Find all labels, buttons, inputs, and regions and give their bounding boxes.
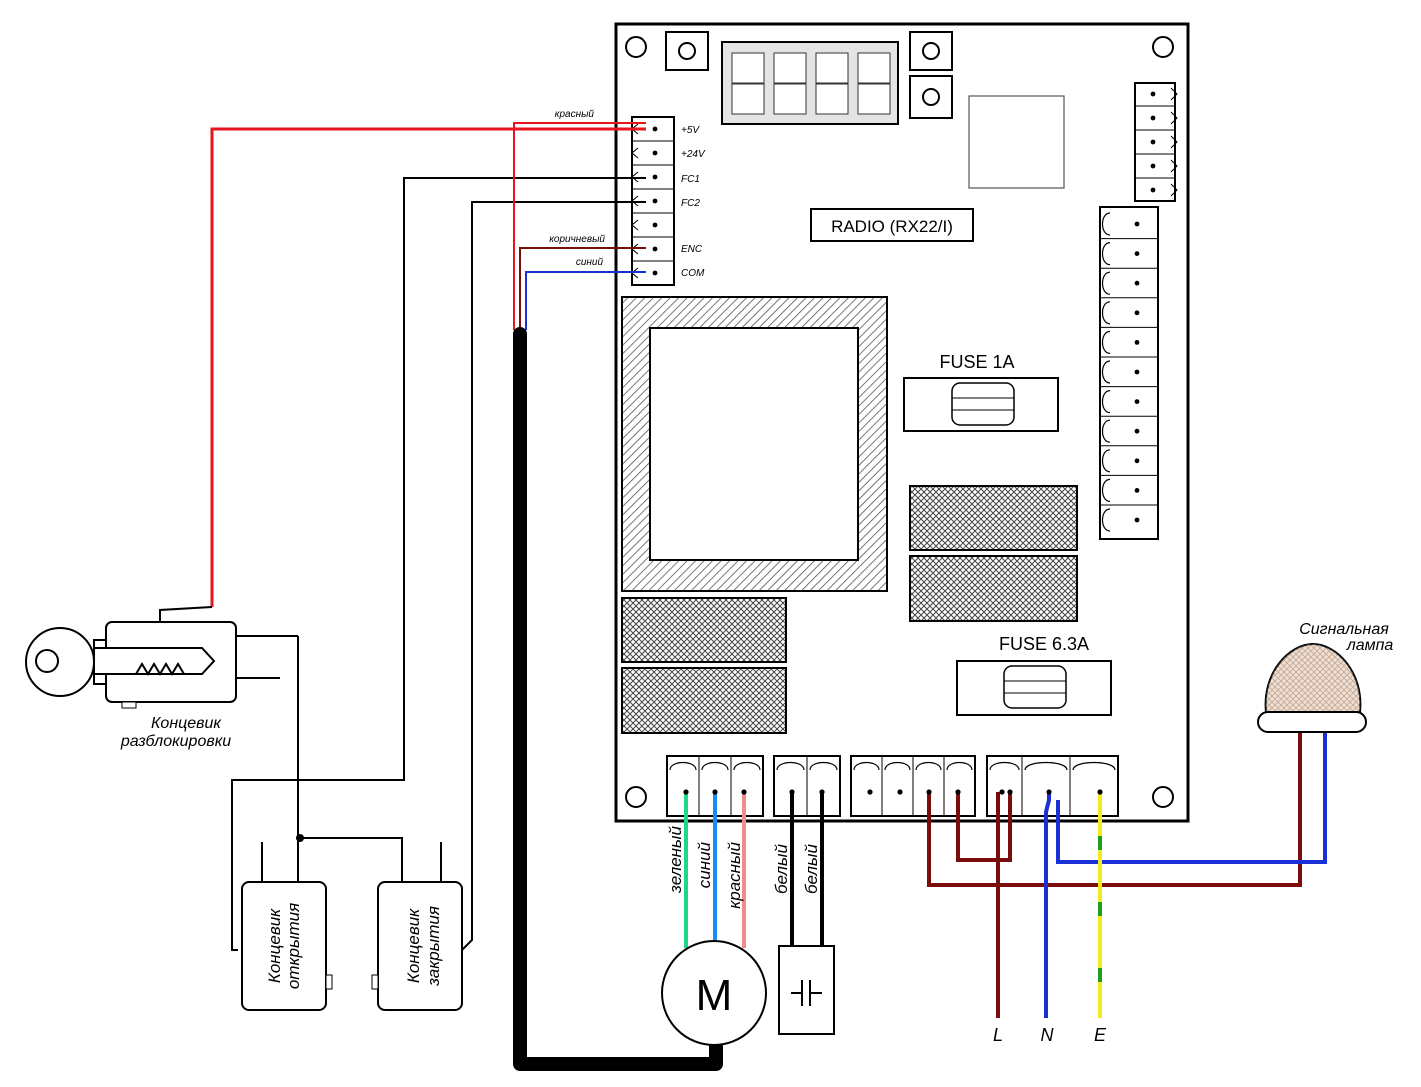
wire-brown-cable [519, 247, 646, 330]
pin-label: COM [681, 268, 705, 279]
mount-hole-icon [1152, 36, 1174, 58]
wire-lamp-brown [927, 732, 1302, 887]
wire-blue-cable [525, 271, 646, 330]
fuse-6a [956, 660, 1112, 716]
wire-label-red: красный [555, 109, 595, 120]
transformer [621, 296, 888, 592]
terminal-block-bottom [850, 755, 976, 817]
relay [909, 485, 1078, 551]
wire-red-cable [513, 122, 646, 330]
wire-fc1 [231, 177, 646, 951]
fuse-6a-label: FUSE 6.3A [999, 634, 1089, 654]
mount-hole-icon [625, 786, 647, 808]
pin-label: FC1 [681, 174, 700, 185]
seven-segment-display [721, 41, 899, 125]
mains-label-L: L [993, 1025, 1003, 1045]
close-limit-switch [371, 842, 463, 1011]
relay [909, 555, 1078, 622]
cap-wire-label-1: белый [772, 843, 791, 894]
push-button [909, 31, 953, 71]
motor-wire-label-red: красный [725, 841, 744, 908]
wire-red-5v [210, 127, 646, 607]
wire-label-blue: синий [576, 257, 604, 268]
radio-label: RADIO (RX22/I) [831, 217, 953, 236]
motor-wire-label-blue: синий [695, 841, 714, 888]
control-board: RADIO (RX22/I) FUSE 1A FUSE 6.3A [614, 22, 1190, 823]
relay [621, 667, 787, 734]
unlock-switch-label-1: Концевик [151, 715, 222, 732]
wire-mains-N [1044, 792, 1051, 1018]
fuse-1a-label: FUSE 1A [939, 352, 1014, 372]
open-limit-switch [241, 842, 333, 1011]
capacitor [778, 945, 835, 1035]
encoder-cable [513, 327, 723, 1071]
pin-label: +24V [681, 149, 706, 160]
junction-dot [296, 834, 304, 842]
mount-hole-icon [625, 36, 647, 58]
fuse-1a [903, 377, 1059, 432]
pin-label: ENC [681, 244, 703, 255]
open-switch-label-2: открытия [284, 903, 303, 989]
unlock-switch-label-2: разблокировки [120, 733, 231, 750]
wire-common-branch [298, 837, 403, 882]
pin-label: FC2 [681, 198, 700, 209]
terminal-block-bottom [773, 755, 841, 817]
lamp-label-2: лампа [1346, 637, 1394, 654]
wire-lamp-blue [1056, 732, 1327, 864]
unlock-key-switch [25, 606, 298, 709]
open-switch-label-1: Концевик [265, 908, 284, 983]
mains-label-E: E [1094, 1025, 1107, 1045]
cap-wire-label-2: белый [802, 843, 821, 894]
wire-fc2 [461, 201, 646, 951]
mains-label-N: N [1041, 1025, 1055, 1045]
motor-wire-label-green: зеленый [666, 825, 685, 894]
push-button [665, 31, 709, 71]
signal-lamp [1257, 642, 1367, 733]
close-switch-label-2: закрытия [424, 906, 443, 987]
terminal-block-right [1099, 206, 1159, 540]
lamp-label-1: Сигнальная [1299, 621, 1389, 638]
relay [621, 597, 787, 663]
push-button [909, 75, 953, 119]
motor-label: M [696, 971, 733, 1020]
chip [968, 95, 1065, 189]
wire-label-brown: коричневый [549, 234, 605, 245]
close-switch-label-1: Концевик [404, 908, 423, 983]
pin-label: +5V [681, 125, 700, 136]
header-connector-top-right [1134, 82, 1178, 202]
mount-hole-icon [1152, 786, 1174, 808]
wire-lamp-brown-2 [956, 792, 1012, 862]
motor: M [661, 940, 767, 1046]
